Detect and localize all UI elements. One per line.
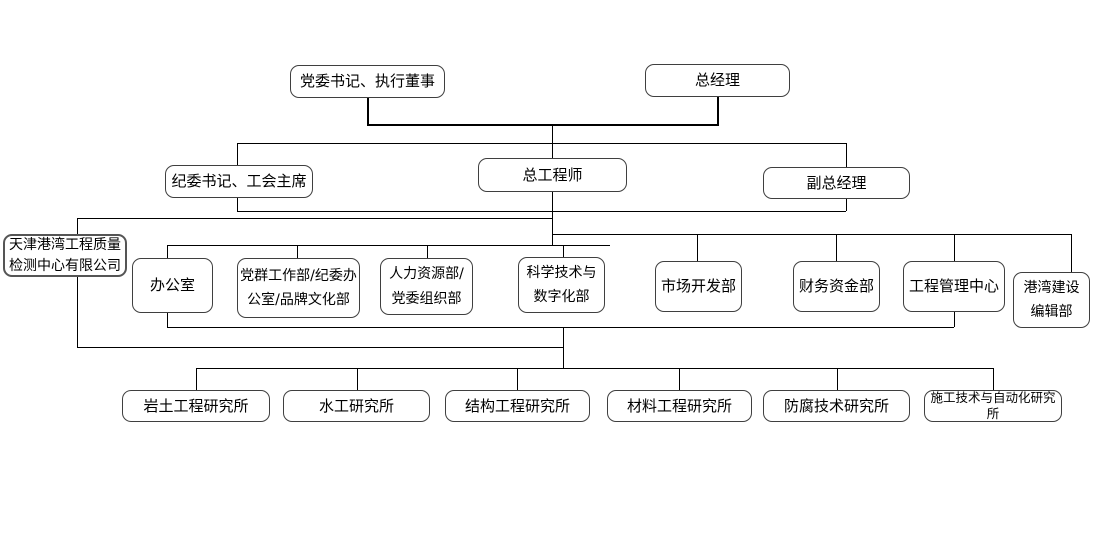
connector-line (196, 368, 993, 369)
connector-line (1071, 234, 1072, 272)
connector-line (167, 327, 954, 328)
org-node-office: 办公室 (132, 258, 213, 313)
connector-line (237, 198, 238, 211)
connector-line (846, 199, 847, 211)
org-node-harbor-editorial: 港湾建设编辑部 (1013, 272, 1090, 328)
connector-line (237, 211, 846, 212)
org-node-party-secretary: 党委书记、执行董事 (290, 65, 445, 98)
org-node-material-institute: 材料工程研究所 (607, 390, 752, 422)
connector-line (357, 368, 358, 390)
org-node-hydraulic-institute: 水工研究所 (283, 390, 430, 422)
org-node-eng-mgmt-center: 工程管理中心 (903, 261, 1005, 312)
org-node-sci-tech-digital: 科学技术与数字化部 (518, 257, 605, 313)
connector-line (77, 218, 552, 219)
org-node-quality-testing-co: 天津港湾工程质量检测中心有限公司 (3, 234, 127, 277)
connector-line (367, 98, 369, 124)
connector-line (552, 192, 553, 245)
connector-line (717, 97, 719, 124)
connector-line (552, 124, 553, 158)
connector-line (77, 218, 78, 234)
connector-line (954, 234, 955, 261)
connector-line (167, 313, 168, 327)
connector-line (167, 245, 168, 258)
connector-line (993, 368, 994, 390)
org-node-structural-institute: 结构工程研究所 (445, 390, 590, 422)
connector-line (427, 245, 428, 258)
org-node-market-dev-dept: 市场开发部 (655, 261, 742, 312)
connector-line (697, 234, 698, 261)
connector-line (836, 234, 837, 261)
connector-line (563, 327, 564, 368)
org-node-chief-engineer: 总工程师 (478, 158, 627, 192)
org-node-discipline-union: 纪委书记、工会主席 (165, 165, 313, 198)
org-node-geotech-institute: 岩土工程研究所 (122, 390, 270, 422)
connector-line (297, 245, 298, 258)
connector-line (77, 277, 78, 347)
org-node-hr-org-dept: 人力资源部/党委组织部 (380, 258, 473, 315)
org-node-anticorrosion-institute: 防腐技术研究所 (763, 390, 910, 422)
connector-line (552, 234, 1071, 235)
org-node-general-manager: 总经理 (645, 64, 790, 97)
org-node-deputy-gm: 副总经理 (763, 167, 910, 199)
connector-line (954, 312, 955, 327)
org-node-finance-dept: 财务资金部 (793, 261, 880, 312)
connector-line (846, 143, 847, 167)
connector-line (563, 245, 564, 257)
connector-line (517, 368, 518, 390)
connector-line (367, 124, 719, 126)
connector-line (837, 368, 838, 390)
org-node-construction-automation-institute: 施工技术与自动化研究所 (924, 390, 1062, 422)
connector-line (196, 368, 197, 390)
connector-line (237, 143, 238, 165)
connector-line (237, 143, 846, 144)
connector-line (679, 368, 680, 390)
org-node-party-mass-dept: 党群工作部/纪委办公室/品牌文化部 (237, 258, 360, 318)
connector-line (167, 245, 610, 246)
connector-line (77, 347, 563, 348)
